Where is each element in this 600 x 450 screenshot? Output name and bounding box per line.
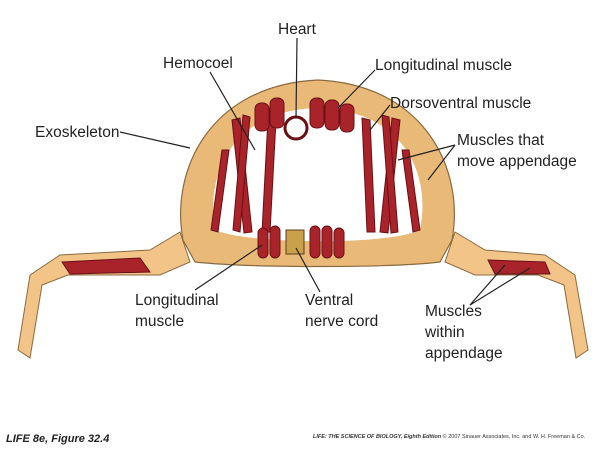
- label-within-3: appendage: [425, 345, 503, 362]
- label-ventral-1: Ventral: [305, 292, 353, 309]
- label-muscles-move-2: move appendage: [457, 153, 577, 170]
- left-appendage: [17, 231, 191, 359]
- label-muscles-move-1: Muscles that: [457, 132, 545, 149]
- label-heart: Heart: [278, 21, 317, 38]
- ventral-nerve-cord: [285, 229, 305, 255]
- label-ventral-2: nerve cord: [305, 313, 378, 330]
- label-hemocoel: Hemocoel: [163, 55, 233, 72]
- label-longitudinal-muscle: Longitudinal muscle: [375, 57, 512, 74]
- label-within-1: Muscles: [425, 303, 482, 320]
- figure-label: Figure 32.4: [51, 433, 109, 445]
- heart: [283, 115, 309, 141]
- dorsal-longitudinal-muscles: [254, 97, 355, 133]
- label-within-2: within: [424, 324, 465, 341]
- copyright-line: LIFE: THE SCIENCE OF BIOLOGY, Eighth Edi…: [313, 433, 586, 440]
- book-title: LIFE: THE SCIENCE OF BIOLOGY, Eighth Edi…: [313, 434, 442, 440]
- copyright: © 2007 Sinauer Associates, Inc. and W. H…: [443, 433, 586, 440]
- label-exoskeleton: Exoskeleton: [35, 124, 119, 141]
- ventral-longitudinal-muscles: [257, 225, 345, 259]
- figure-prefix: LIFE 8e,: [6, 433, 48, 445]
- figure-caption: LIFE 8e, Figure 32.4: [6, 433, 109, 445]
- dorsoventral-muscles: [210, 114, 421, 234]
- right-appendage: [444, 231, 589, 359]
- label-longitudinal-bottom-1: Longitudinal: [135, 292, 219, 309]
- leader-lines: [119, 37, 531, 306]
- label-dorsoventral-muscle: Dorsoventral muscle: [390, 95, 531, 112]
- label-longitudinal-bottom-2: muscle: [135, 313, 184, 330]
